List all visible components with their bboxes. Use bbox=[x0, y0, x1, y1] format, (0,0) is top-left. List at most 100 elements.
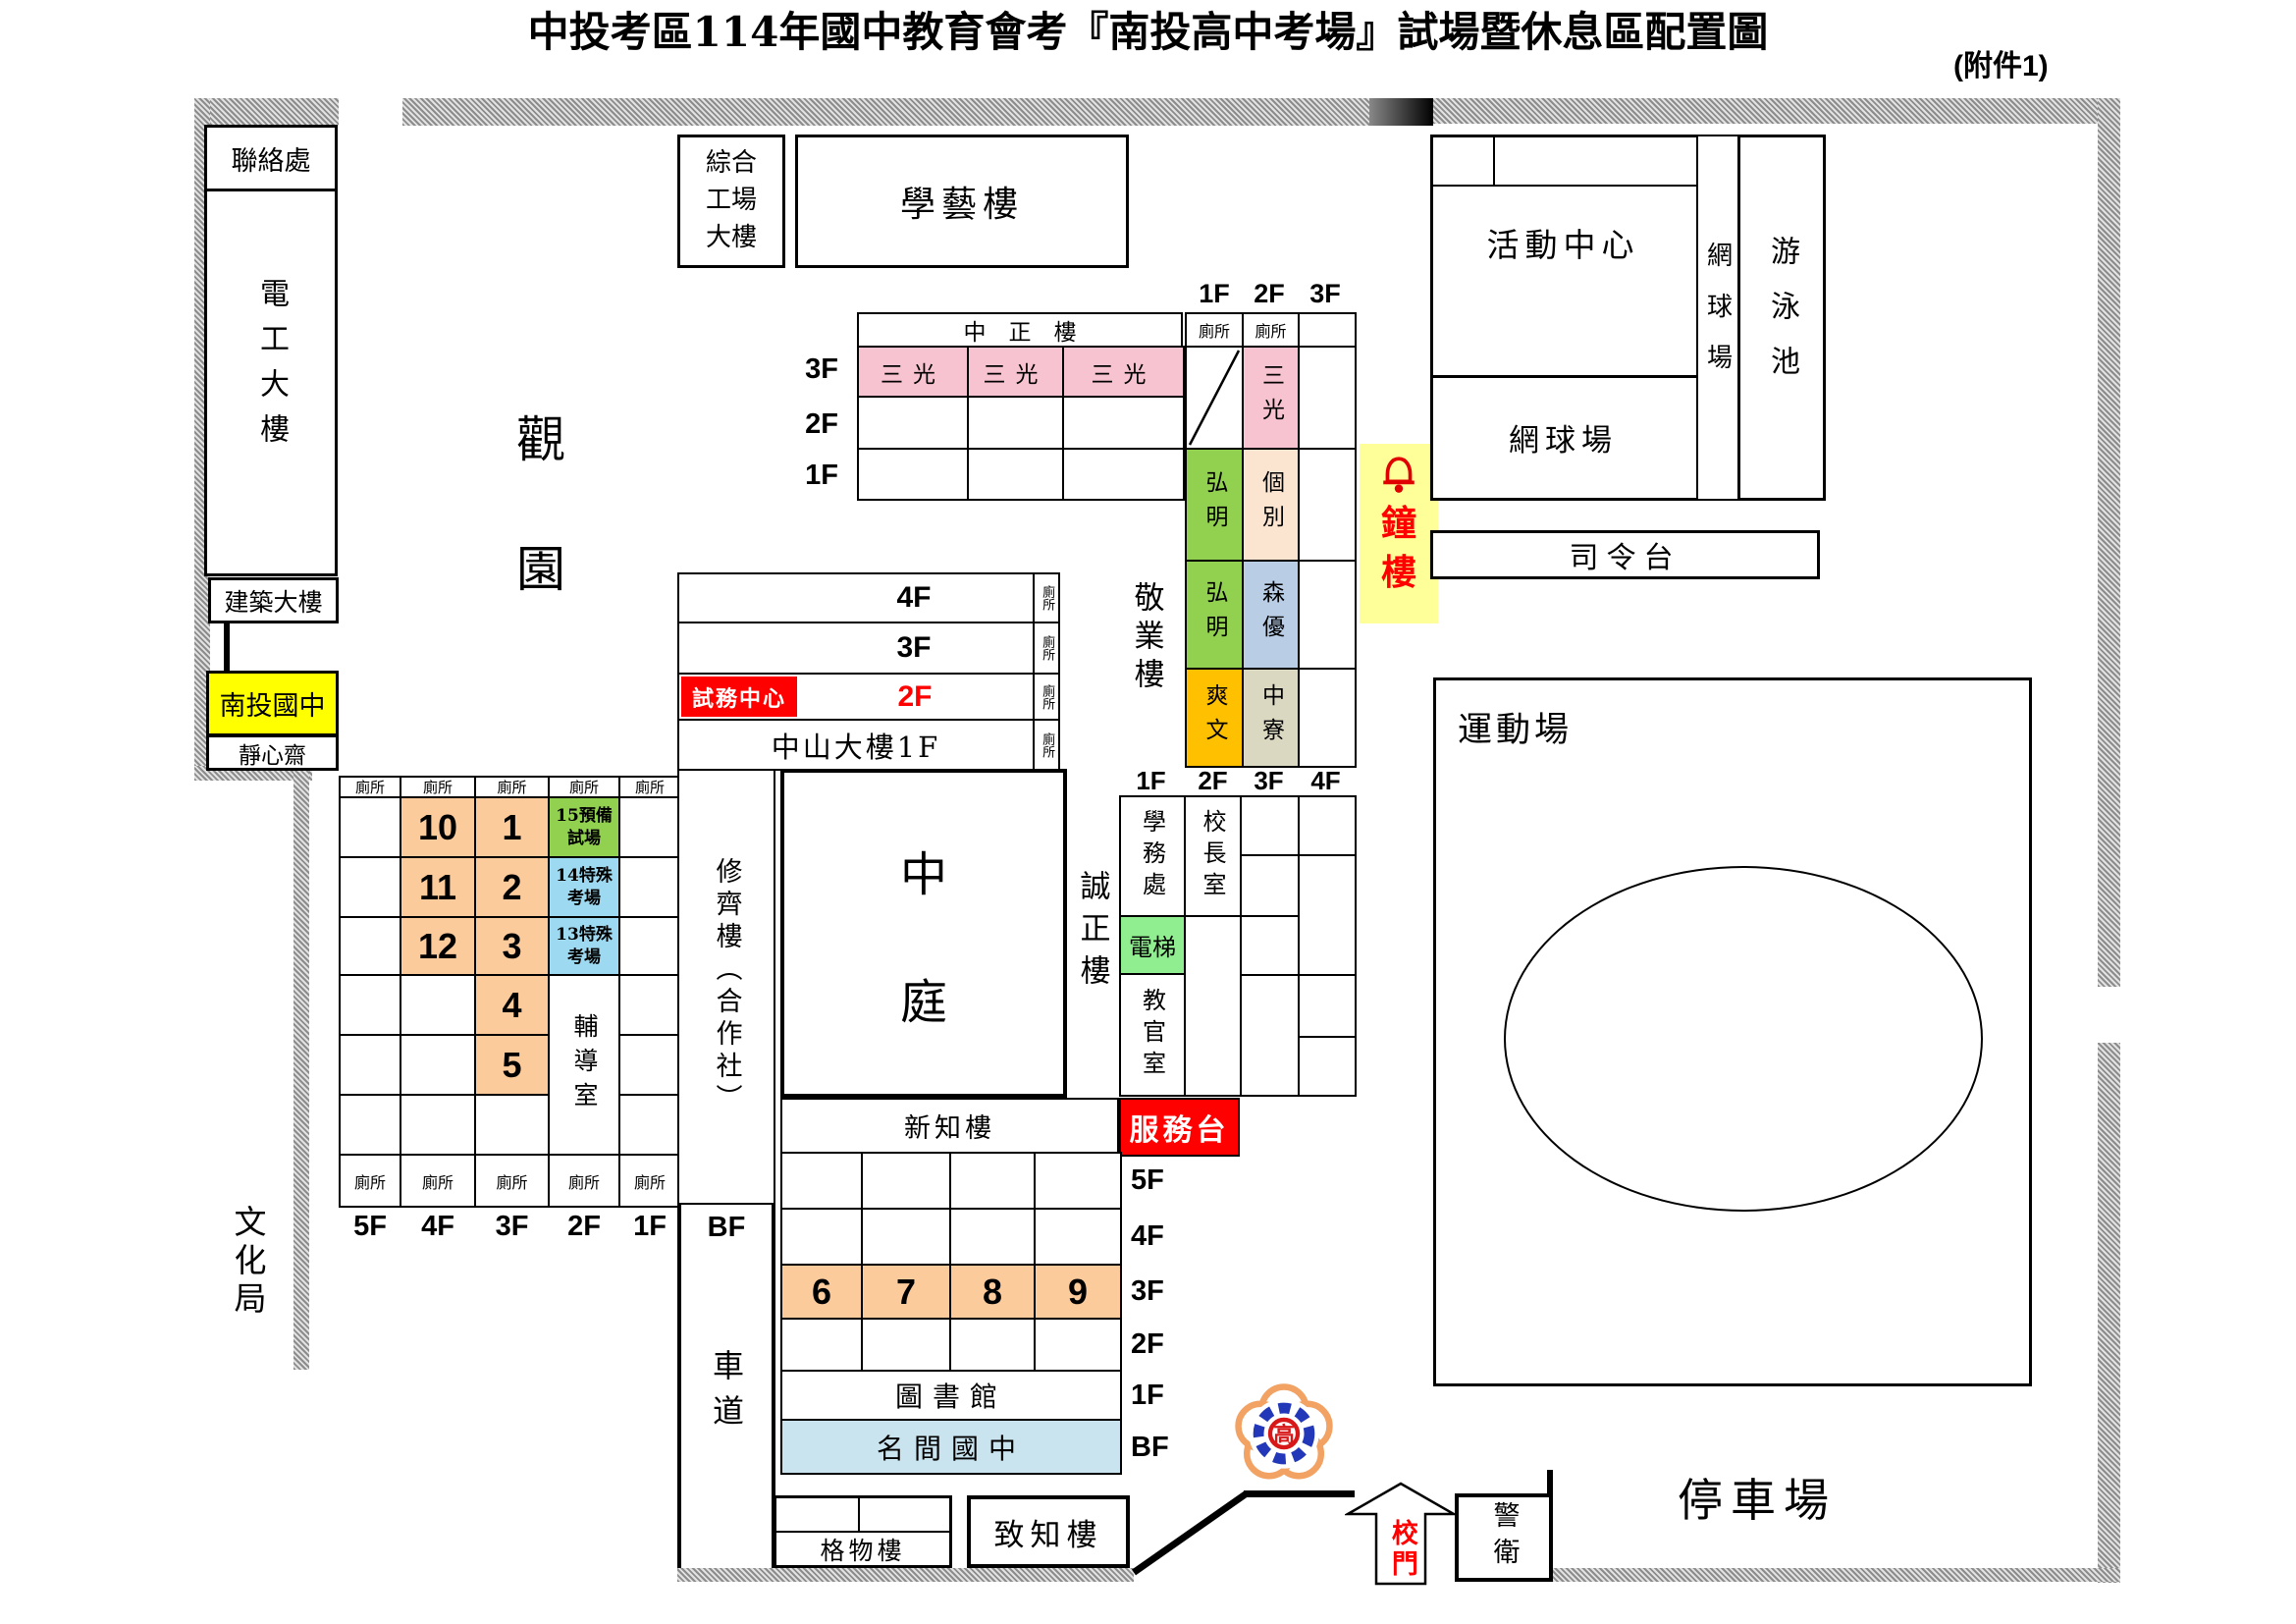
empty-room bbox=[780, 1152, 863, 1210]
floor-label: 1F bbox=[1199, 278, 1230, 308]
exam-room: 3 bbox=[474, 916, 550, 976]
empty-room bbox=[861, 1208, 951, 1266]
empty-room bbox=[1298, 346, 1357, 450]
special-exam-room: 14特殊考場 bbox=[556, 865, 613, 908]
floor-label: 2F bbox=[805, 407, 838, 440]
stairs-cell bbox=[1185, 346, 1244, 450]
floor-label: 3F bbox=[1254, 765, 1284, 795]
principal-office: 校長室 bbox=[1199, 809, 1226, 903]
wall-bottom-right bbox=[1551, 1568, 2120, 1582]
courtyard-label: 庭 bbox=[899, 974, 947, 1030]
mingjian-junior-high-rest-area: 名間國中 bbox=[780, 1419, 1122, 1475]
contact-office: 聯絡處 bbox=[204, 125, 338, 191]
empty-room bbox=[1298, 1036, 1357, 1097]
culture-bureau-label: 文化局 bbox=[229, 1204, 267, 1320]
wall-dark-segment bbox=[1369, 98, 1433, 126]
empty-room bbox=[400, 1094, 476, 1156]
guard-post: 警衛 bbox=[1488, 1501, 1520, 1574]
bell-tower-label: 鐘 bbox=[1380, 503, 1416, 544]
svg-text:高: 高 bbox=[1273, 1423, 1295, 1448]
empty-room bbox=[949, 1208, 1036, 1266]
floor-label: 1F bbox=[633, 1210, 667, 1242]
gewu-building-label: 格物樓 bbox=[820, 1536, 906, 1565]
empty-room bbox=[339, 974, 401, 1036]
empty-room bbox=[339, 796, 401, 858]
empty-room bbox=[967, 448, 1064, 501]
gewu-cell bbox=[775, 1495, 860, 1533]
floor-label: 1F bbox=[1131, 1380, 1164, 1411]
hongming-rest-area: 弘明 bbox=[1201, 470, 1227, 539]
floor-label: 3F bbox=[896, 631, 932, 664]
chengzheng-building-label: 誠正樓 bbox=[1074, 869, 1110, 997]
toilet-label: 廁所 bbox=[339, 776, 401, 798]
toilet-label: 廁所 bbox=[618, 1154, 681, 1208]
school-gate-label: 校門 bbox=[1386, 1519, 1417, 1580]
toilet-label: 廁所 bbox=[1033, 622, 1060, 675]
floor-label: 1F bbox=[805, 459, 838, 491]
zhongzheng-building-header: 中 正 樓 bbox=[857, 312, 1183, 348]
floor-label: 4F bbox=[421, 1210, 454, 1242]
floor-label: 2F bbox=[1198, 765, 1228, 795]
tennis-court-label: 網球場 bbox=[1509, 422, 1618, 459]
empty-room bbox=[780, 1208, 863, 1266]
floor-label: 3F bbox=[495, 1210, 529, 1242]
empty-room bbox=[1298, 448, 1357, 562]
empty-room bbox=[1298, 560, 1357, 670]
toilet-label: 廁所 bbox=[339, 1154, 401, 1208]
hongming-rest-area: 弘明 bbox=[1201, 580, 1227, 649]
empty-room bbox=[339, 916, 401, 976]
workshop-building: 綜合工場大樓 bbox=[705, 148, 757, 252]
wall-top-left bbox=[194, 98, 339, 126]
empty-room bbox=[1240, 974, 1300, 1097]
connector-line bbox=[224, 621, 230, 673]
toilet-label: 廁所 bbox=[1242, 312, 1300, 348]
empty-room bbox=[618, 974, 681, 1036]
prep-exam-room: 15預備試場 bbox=[556, 805, 613, 848]
empty-room bbox=[618, 916, 681, 976]
exam-office: 試務中心 bbox=[681, 677, 797, 717]
empty-room bbox=[1062, 448, 1185, 501]
electrical-building-box bbox=[204, 125, 338, 576]
sports-field-label: 運動場 bbox=[1458, 711, 1574, 750]
empty-room bbox=[1184, 915, 1242, 1097]
wall-guard-tick bbox=[1547, 1470, 1553, 1497]
driveway-label: 車道 bbox=[708, 1349, 745, 1439]
complex-divider bbox=[1430, 375, 1696, 378]
zhongshan-1f-row: 中山大樓1F bbox=[677, 719, 1035, 771]
toilet-label: 廁所 bbox=[548, 1154, 620, 1208]
courtyard-label: 中 bbox=[899, 846, 947, 902]
page-title: 中投考區114年國中教育會考『南投高中考場』試場暨休息區配置圖 bbox=[527, 7, 1769, 56]
student-affairs-office: 學務處 bbox=[1138, 809, 1166, 903]
empty-room bbox=[400, 974, 476, 1036]
guan-yuan-label-1: 觀 bbox=[516, 411, 565, 468]
activity-center-label: 活動中心 bbox=[1486, 226, 1640, 264]
nantou-junior-high-rest-area: 南投國中 bbox=[206, 671, 339, 736]
xiuqi-building-label: 修齊樓（合作社） bbox=[711, 857, 742, 1116]
empty-room bbox=[1034, 1318, 1122, 1372]
special-exam-room: 13特殊考場 bbox=[556, 924, 613, 967]
empty-room bbox=[1062, 396, 1185, 450]
exam-room: 8 bbox=[949, 1264, 1036, 1320]
school-gate-arrow bbox=[1343, 1478, 1459, 1588]
exam-room: 4 bbox=[474, 974, 550, 1036]
complex-cell bbox=[1430, 135, 1495, 187]
floor-label: 3F bbox=[1309, 278, 1341, 308]
toilet-label: 廁所 bbox=[400, 776, 476, 798]
empty-room bbox=[949, 1318, 1036, 1372]
empty-cell bbox=[1298, 312, 1357, 348]
attachment-label: (附件1) bbox=[1953, 50, 2049, 82]
swimming-pool: 游泳池 bbox=[1765, 235, 1799, 401]
xinzhi-building-header: 新知樓 bbox=[780, 1098, 1119, 1154]
senyou-rest-area: 森優 bbox=[1257, 580, 1284, 649]
empty-room bbox=[1240, 915, 1300, 976]
wall-right-upper bbox=[2098, 98, 2120, 987]
exam-room: 10 bbox=[400, 796, 476, 858]
toilet-label: 廁所 bbox=[548, 776, 620, 798]
empty-room bbox=[780, 1318, 863, 1372]
parking-lot-label: 停車場 bbox=[1678, 1474, 1837, 1527]
empty-room bbox=[618, 1094, 681, 1156]
zhizhi-building: 致知樓 bbox=[967, 1495, 1130, 1568]
floor-label: 3F bbox=[1131, 1275, 1164, 1307]
jing-xin-zhai: 靜心齋 bbox=[206, 734, 339, 771]
